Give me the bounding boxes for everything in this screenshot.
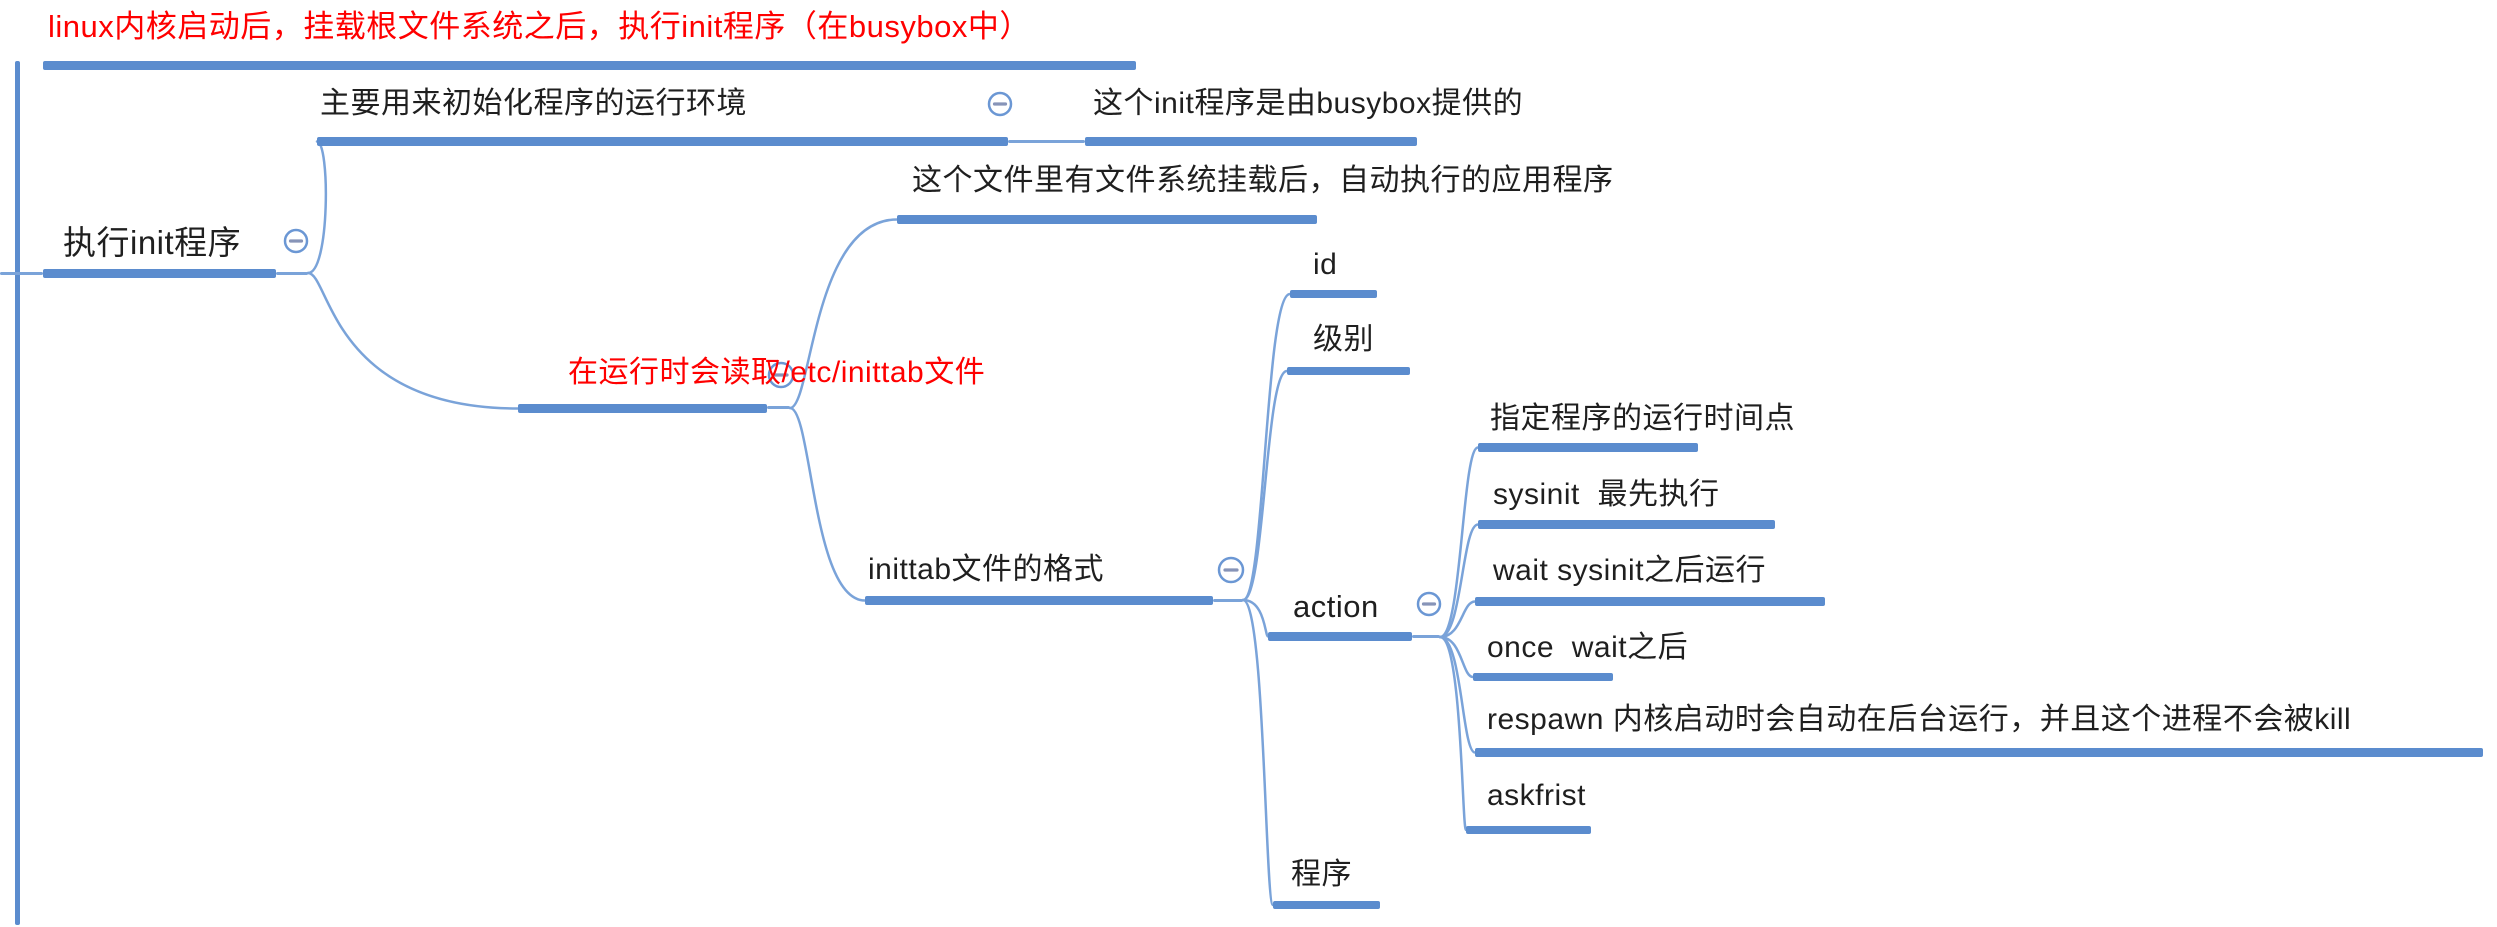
underline-bar <box>1273 901 1380 909</box>
topic-id[interactable]: id <box>1313 248 1338 281</box>
underline-bar <box>317 137 1008 146</box>
topic-action[interactable]: action <box>1293 589 1379 624</box>
topic-program[interactable]: 程序 <box>1291 858 1352 891</box>
topic-action-time[interactable]: 指定程序的运行时间点 <box>1490 402 1795 435</box>
branch-curve <box>1438 523 1480 639</box>
topic-sysinit[interactable]: sysinit 最先执行 <box>1493 478 1720 511</box>
underline-bar <box>1475 748 2483 757</box>
connector-stub <box>767 406 790 409</box>
collapse-icon-read-inittab[interactable] <box>767 361 795 389</box>
underline-bar <box>1085 137 1417 146</box>
title-underline-bar <box>43 61 1136 70</box>
underline-bar <box>865 596 1213 605</box>
collapse-icon-action[interactable] <box>1416 591 1442 617</box>
underline-bar-root <box>43 269 276 278</box>
topic-root[interactable]: 执行init程序 <box>63 224 242 261</box>
floating-title[interactable]: linux内核启动后，挂载根文件系统之后，执行init程序（在busybox中） <box>48 9 1031 44</box>
topic-wait[interactable]: wait sysinit之后运行 <box>1493 554 1767 587</box>
topic-inittab-content[interactable]: 这个文件里有文件系统挂载后，自动执行的应用程序 <box>912 164 1614 197</box>
topic-inittab-format[interactable]: inittab文件的格式 <box>868 553 1105 586</box>
underline-bar <box>518 404 767 413</box>
branch-curve <box>1241 292 1292 602</box>
collapse-icon-root[interactable] <box>283 228 309 254</box>
branch-curve <box>306 271 520 410</box>
connector-stub <box>276 272 308 275</box>
collapse-icon-inittab-format[interactable] <box>1217 556 1245 584</box>
connector-stub <box>1213 599 1243 602</box>
underline-bar <box>1473 673 1613 681</box>
underline-bar <box>1478 443 1698 452</box>
branch-curve <box>788 406 867 602</box>
topic-read-inittab[interactable]: 在运行时会读取/etc/inittab文件 <box>568 356 986 389</box>
underline-bar <box>1466 826 1591 834</box>
branch-curve <box>1438 446 1480 639</box>
topic-busybox-provided[interactable]: 这个init程序是由busybox提供的 <box>1093 87 1524 120</box>
branch-curve <box>1241 369 1289 602</box>
underline-bar <box>1475 597 1825 606</box>
branch-curve <box>1241 598 1270 638</box>
underline-bar <box>897 215 1317 224</box>
topic-respawn[interactable]: respawn 内核启动时会自动在后台运行，并且这个进程不会被kill <box>1487 703 2352 736</box>
branch-curve <box>306 140 328 275</box>
root-trunk-line <box>15 61 20 925</box>
connector-stub <box>1008 140 1085 143</box>
topic-once[interactable]: once wait之后 <box>1487 631 1689 664</box>
underline-bar <box>1478 520 1775 529</box>
branch-curve <box>1241 598 1275 907</box>
collapse-icon-init-env[interactable] <box>987 91 1013 117</box>
connector-stub <box>0 272 43 275</box>
connector-stub <box>1412 635 1440 638</box>
branch-curve <box>1438 600 1477 639</box>
underline-bar <box>1287 367 1410 375</box>
topic-runlevel[interactable]: 级别 <box>1313 323 1374 356</box>
branch-curve <box>788 218 899 410</box>
topic-askfrist[interactable]: askfrist <box>1487 779 1587 812</box>
underline-bar <box>1290 290 1377 298</box>
underline-bar <box>1268 632 1412 641</box>
topic-init-env[interactable]: 主要用来初始化程序的运行环境 <box>320 87 747 120</box>
branch-curve <box>1438 635 1468 832</box>
